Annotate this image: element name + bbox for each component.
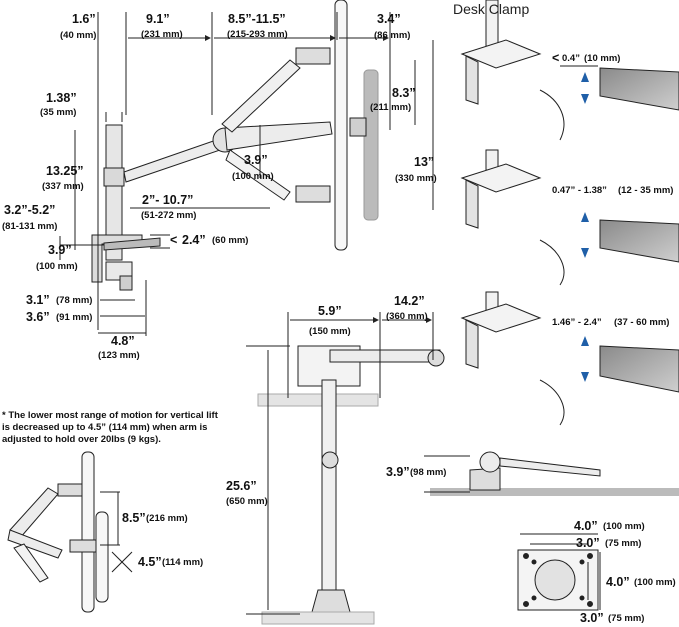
clamp-range-3: 1.46” - 2.4” [552, 317, 602, 328]
dim-1-6-metric: (40 mm) [60, 30, 97, 41]
dim-3-9-mid: 3.9” [244, 153, 268, 167]
clamp-range-2: 0.47” - 1.38” [552, 185, 607, 196]
lift-dim-8-5-metric: (216 mm) [146, 513, 188, 524]
dim-4-8: 4.8” [111, 334, 135, 348]
front-dim-25-6-metric: (650 mm) [226, 496, 268, 507]
lift-range-note: * The lower most range of motion for ver… [2, 410, 218, 445]
lift-view-drawing [7, 451, 133, 613]
dim-3-6: 3.6” [26, 310, 50, 324]
lift-dim-4-5-metric: (114 mm) [162, 557, 204, 568]
clamp-range-1: 0.4” [562, 53, 580, 64]
dim-4-8-metric: (123 mm) [98, 350, 140, 361]
dim-2-4-metric: (60 mm) [212, 235, 249, 246]
dim-13-25-metric: (337 mm) [42, 181, 84, 192]
clamp-panel-2 [460, 149, 679, 286]
clamp-height-metric: (98 mm) [410, 467, 447, 478]
dim-13-metric: (330 mm) [395, 173, 437, 184]
dim-3-9-left: 3.9” [48, 243, 72, 257]
front-dim-5-9-metric: (150 mm) [309, 326, 351, 337]
vesa-inner-width: 3.0” [576, 536, 600, 550]
dim-1-38-metric: (35 mm) [40, 107, 77, 118]
vesa-outer-width-metric: (100 mm) [603, 521, 645, 532]
clamp-range-1-prefix: < [552, 51, 560, 65]
side-view-drawing [59, 0, 434, 336]
dim-1-38: 1.38” [46, 91, 77, 105]
clamp-height-drawing [424, 451, 679, 496]
desk-clamp-title: Desk Clamp [453, 1, 530, 17]
dim-8-5-11-5: 8.5”-11.5” [228, 12, 286, 26]
dim-9-1: 9.1” [146, 12, 170, 26]
dim-8-5-11-5-metric: (215-293 mm) [227, 29, 288, 40]
dim-3-1: 3.1” [26, 293, 50, 307]
dim-3-4: 3.4” [377, 12, 401, 26]
dim-3-6-metric: (91 mm) [56, 312, 93, 323]
dim-2-10-7-metric: (51-272 mm) [141, 210, 197, 221]
dim-2-4-prefix: < [170, 233, 178, 247]
vesa-outer-height: 4.0” [606, 575, 630, 589]
vesa-outer-width: 4.0” [574, 519, 598, 533]
lift-dim-8-5: 8.5” [122, 511, 146, 525]
clamp-range-1-metric: (10 mm) [584, 53, 621, 64]
dim-8-3-metric: (211 mm) [370, 102, 412, 113]
dim-3-2-5-2-metric: (81-131 mm) [2, 221, 58, 232]
front-dim-14-2: 14.2” [394, 294, 425, 308]
dim-1-6: 1.6” [72, 12, 96, 26]
front-dim-25-6: 25.6” [226, 479, 257, 493]
front-view-drawing [246, 312, 445, 625]
vesa-outer-height-metric: (100 mm) [634, 577, 676, 588]
clamp-height-dim: 3.9” [386, 465, 410, 479]
clamp-panel-1 [460, 0, 679, 141]
dim-3-1-metric: (78 mm) [56, 295, 93, 306]
dim-2-10-7: 2”- 10.7” [142, 193, 194, 207]
front-dim-14-2-metric: (360 mm) [386, 311, 428, 322]
dim-9-1-metric: (231 mm) [141, 29, 183, 40]
vesa-inner-width-metric: (75 mm) [605, 538, 642, 549]
dim-2-4: 2.4” [182, 233, 206, 247]
clamp-panel-3 [460, 291, 679, 426]
dim-3-4-metric: (86 mm) [374, 30, 411, 41]
dim-3-9-mid-metric: (100 mm) [232, 171, 274, 182]
front-dim-5-9: 5.9” [318, 304, 342, 318]
vesa-inner-height: 3.0” [580, 611, 604, 625]
lift-dim-4-5: 4.5” [138, 555, 162, 569]
clamp-range-2-metric: (12 - 35 mm) [618, 185, 674, 196]
dim-3-2-5-2: 3.2”-5.2” [4, 203, 56, 217]
vesa-plate-drawing [517, 533, 601, 611]
clamp-range-3-metric: (37 - 60 mm) [614, 317, 670, 328]
dim-3-9-left-metric: (100 mm) [36, 261, 78, 272]
dim-8-3: 8.3” [392, 86, 416, 100]
dim-13-25: 13.25” [46, 164, 84, 178]
dim-13: 13” [414, 155, 435, 169]
vesa-inner-height-metric: (75 mm) [608, 613, 645, 624]
